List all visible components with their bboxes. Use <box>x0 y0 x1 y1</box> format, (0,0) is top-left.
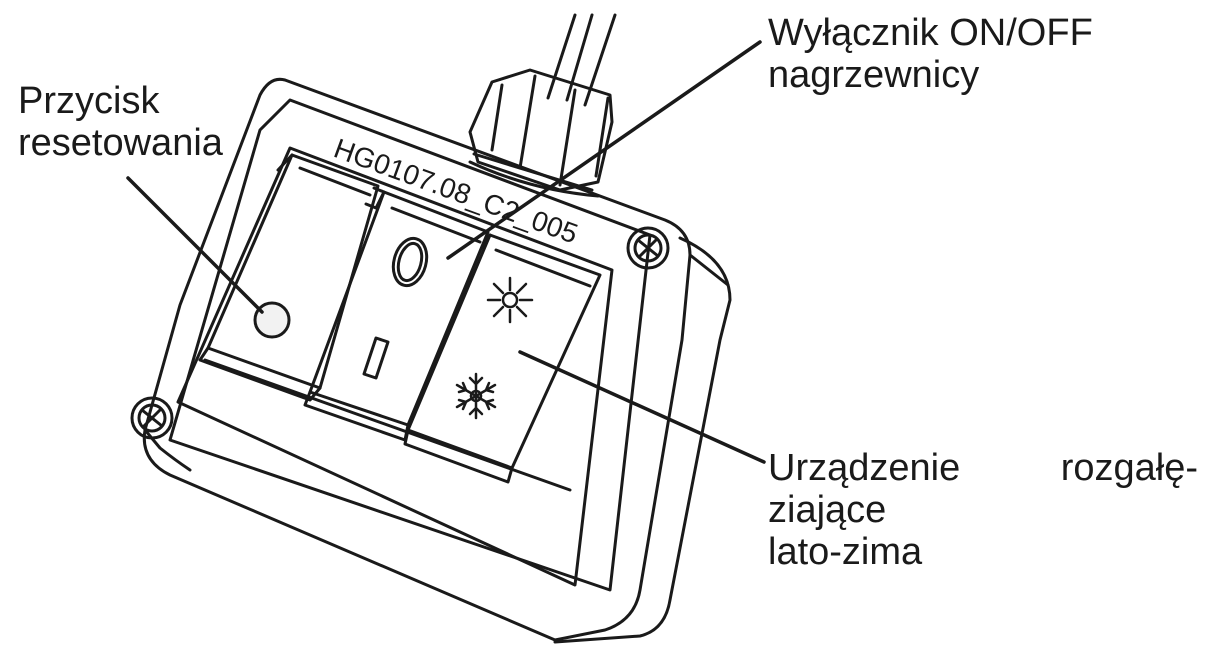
leader-line-onoff <box>446 40 762 260</box>
summer-winter-label-line2: ziające <box>768 489 887 531</box>
power-on-i-icon <box>362 336 390 380</box>
reset-label-line2: resetowania <box>18 122 223 164</box>
reset-button-label: Przycisk resetowania <box>18 80 223 164</box>
summer-winter-switch-rocker <box>403 233 602 484</box>
snowflake-icon <box>455 372 497 420</box>
onoff-label-line1: Wyłącznik ON/OFF <box>768 12 1093 54</box>
leader-line-reset <box>126 176 264 314</box>
cable-gland <box>468 68 614 198</box>
corner-screw-top-right <box>626 226 670 270</box>
summer-winter-label-line1: Urządzenie rozgałę- <box>768 447 1198 489</box>
corner-screw-bottom-left <box>130 396 174 440</box>
onoff-label-line2: nagrzewnicy <box>768 54 980 96</box>
leader-line-summer-winter <box>518 350 766 464</box>
reset-label-line1: Przycisk <box>18 80 160 122</box>
summer-winter-label-line3: lato-zima <box>768 531 923 573</box>
power-cable <box>546 13 617 107</box>
power-off-o-icon <box>391 236 429 288</box>
onoff-switch-rocker <box>303 186 490 442</box>
sun-icon <box>486 276 534 324</box>
summer-winter-label: Urządzenie rozgałę- ziające lato-zima <box>768 447 1198 573</box>
housing <box>142 77 732 644</box>
onoff-switch-label: Wyłącznik ON/OFF nagrzewnicy <box>768 12 1093 96</box>
